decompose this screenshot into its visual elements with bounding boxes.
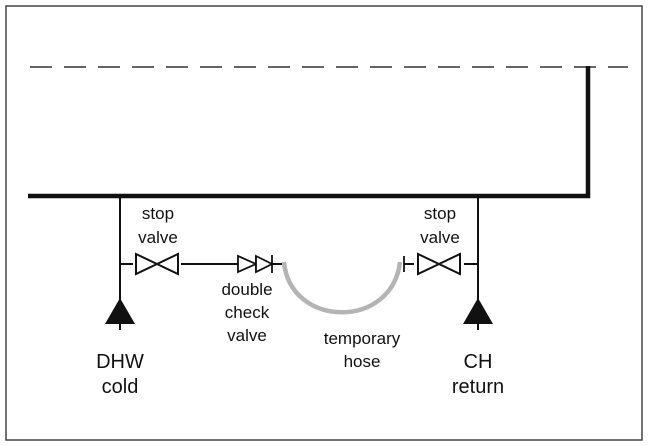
stop-valve-left-label-2: valve bbox=[138, 228, 178, 247]
stop-valve-right bbox=[414, 252, 464, 276]
dhw-cold-label-2: cold bbox=[102, 376, 139, 398]
diagram-border bbox=[5, 5, 643, 441]
double-check-valve bbox=[237, 254, 282, 274]
stop-valve-left-label-1: stop bbox=[142, 204, 174, 223]
double-check-valve-label-3: valve bbox=[227, 326, 267, 345]
stop-valve-left bbox=[133, 252, 181, 276]
temporary-hose-label-1: temporary bbox=[324, 329, 401, 348]
dhw-cold-flow-arrow-icon bbox=[105, 298, 135, 324]
double-check-valve-label-1: double bbox=[221, 280, 272, 299]
stop-valve-right-label-2: valve bbox=[420, 228, 460, 247]
temporary-hose bbox=[281, 261, 403, 315]
ch-return-label-2: return bbox=[452, 376, 504, 398]
main-pipe bbox=[28, 66, 591, 199]
ch-return-label-1: CH bbox=[464, 351, 493, 373]
ch-return-flow-arrow-icon bbox=[463, 298, 493, 324]
stop-valve-right-label-1: stop bbox=[424, 204, 456, 223]
temporary-hose-label-2: hose bbox=[344, 352, 381, 371]
dhw-cold-label-1: DHW bbox=[96, 351, 144, 373]
double-check-valve-label-2: check bbox=[225, 303, 270, 322]
